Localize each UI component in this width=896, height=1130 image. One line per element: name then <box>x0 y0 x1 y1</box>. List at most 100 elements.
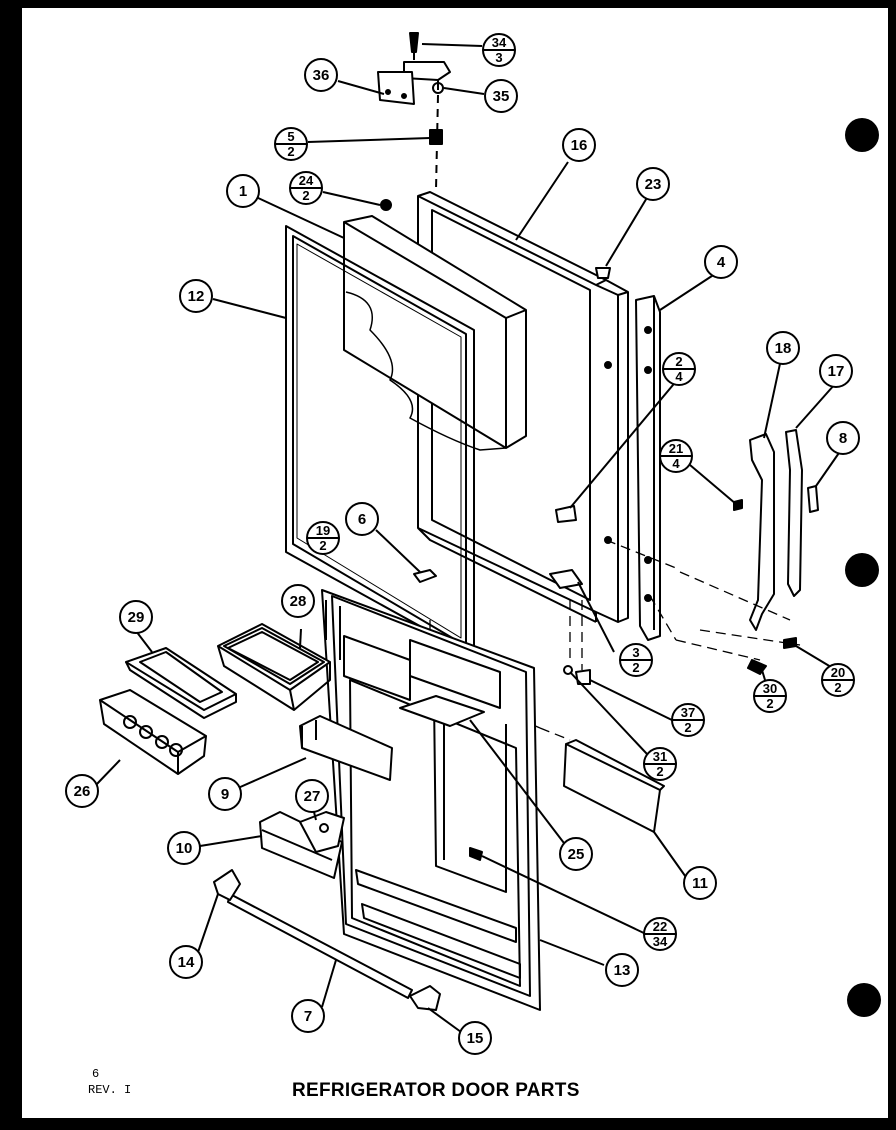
hinge-screw-part <box>409 32 419 60</box>
callout-14: 14 <box>169 945 203 979</box>
fraction-callout-2-4: 2 4 <box>662 352 696 386</box>
callout-27: 27 <box>295 779 329 813</box>
callout-label: 10 <box>176 840 193 857</box>
fraction-bottom: 4 <box>675 369 683 384</box>
fraction-callout-34-3: 34 3 <box>482 33 516 67</box>
callout-17: 17 <box>819 354 853 388</box>
fraction-top: 3 <box>632 645 639 660</box>
fraction-bottom: 2 <box>302 188 309 203</box>
fraction-callout-37-2: 37 2 <box>671 703 705 737</box>
callout-label: 9 <box>221 786 229 803</box>
callout-8: 8 <box>826 421 860 455</box>
door-bin-part <box>299 811 345 853</box>
callout-label: 4 <box>717 254 726 271</box>
handle-trim-strip <box>635 295 661 641</box>
plug-part <box>380 199 392 211</box>
freezer-door-liner-block <box>343 215 527 451</box>
callout-label: 13 <box>614 962 631 979</box>
callout-9: 9 <box>208 777 242 811</box>
bin-cover-part <box>125 647 237 719</box>
parts-drawing <box>99 32 819 1011</box>
storage-bin-part <box>217 623 331 711</box>
egg-shelf-part <box>399 695 485 727</box>
callout-label: 18 <box>775 340 792 357</box>
fraction-callout-3-2: 3 2 <box>619 643 653 677</box>
callout-6: 6 <box>345 502 379 536</box>
callout-label: 11 <box>692 875 708 892</box>
bottle-retainer-part <box>259 811 343 879</box>
binder-hole <box>845 118 879 152</box>
callout-label: 35 <box>493 88 510 105</box>
callout-11: 11 <box>683 866 717 900</box>
fraction-callout-30-2: 30 2 <box>753 679 787 713</box>
hinge-bushing-part <box>429 129 443 145</box>
fraction-bottom: 2 <box>632 660 639 675</box>
fraction-top: 37 <box>681 705 695 720</box>
fraction-top: 20 <box>831 665 845 680</box>
callout-label: 28 <box>290 593 307 610</box>
callout-26: 26 <box>65 774 99 808</box>
fraction-top: 19 <box>316 523 330 538</box>
callout-28: 28 <box>281 584 315 618</box>
callout-label: 8 <box>839 430 847 447</box>
fraction-top: 31 <box>653 749 667 764</box>
fraction-callout-5-2: 5 2 <box>274 127 308 161</box>
revision-label: REV. I <box>88 1083 132 1097</box>
handle-end-cap <box>807 485 819 513</box>
callout-label: 36 <box>313 67 330 84</box>
callout-label: 17 <box>828 363 845 380</box>
callout-label: 23 <box>645 176 662 193</box>
kick-plate-bracket-left <box>213 869 241 901</box>
handle-insert <box>785 429 803 597</box>
fraction-top: 5 <box>287 129 294 144</box>
hinge-shim-part <box>377 71 415 105</box>
page-number: 6 <box>92 1067 100 1081</box>
liner-screw <box>469 847 483 861</box>
callout-13: 13 <box>605 953 639 987</box>
callout-16: 16 <box>562 128 596 162</box>
callout-label: 15 <box>467 1030 484 1047</box>
fraction-callout-24-2: 24 2 <box>289 171 323 205</box>
fraction-bottom: 2 <box>319 538 326 553</box>
fraction-top: 24 <box>299 173 314 188</box>
callout-label: 6 <box>358 511 366 528</box>
fraction-top: 22 <box>653 919 667 934</box>
callout-7: 7 <box>291 999 325 1033</box>
door-handle <box>749 433 775 631</box>
callout-29: 29 <box>119 600 153 634</box>
callout-label: 27 <box>304 788 321 805</box>
fraction-callout-31-2: 31 2 <box>643 747 677 781</box>
fraction-callout-20-2: 20 2 <box>821 663 855 697</box>
fraction-top: 2 <box>675 354 682 369</box>
fraction-top: 34 <box>492 35 507 50</box>
callout-12: 12 <box>179 279 213 313</box>
egg-tray-part <box>99 689 207 775</box>
callout-label: 25 <box>568 846 585 863</box>
fraction-top: 21 <box>669 441 683 456</box>
fraction-bottom: 2 <box>656 764 663 779</box>
callout-23: 23 <box>636 167 670 201</box>
binder-hole <box>847 983 881 1017</box>
callout-36: 36 <box>304 58 338 92</box>
fraction-bottom: 4 <box>672 456 680 471</box>
fraction-callout-19-2: 19 2 <box>306 521 340 555</box>
fraction-bottom: 34 <box>653 934 668 949</box>
kick-plate-bracket-right <box>409 985 441 1011</box>
binder-hole <box>845 553 879 587</box>
callout-label: 29 <box>128 609 145 626</box>
callout-label: 14 <box>178 954 195 971</box>
handle-screw <box>733 499 743 511</box>
hinge-bracket-part <box>555 505 577 523</box>
callout-label: 16 <box>571 137 588 154</box>
lower-hinge-bracket <box>549 569 583 589</box>
dairy-shelf-part <box>299 715 393 781</box>
callout-18: 18 <box>766 331 800 365</box>
fraction-top: 30 <box>763 681 777 696</box>
callout-25: 25 <box>559 837 593 871</box>
fraction-bottom: 2 <box>684 720 691 735</box>
door-stop-part <box>595 267 611 279</box>
fraction-bottom: 2 <box>834 680 841 695</box>
fraction-bottom: 2 <box>766 696 773 711</box>
